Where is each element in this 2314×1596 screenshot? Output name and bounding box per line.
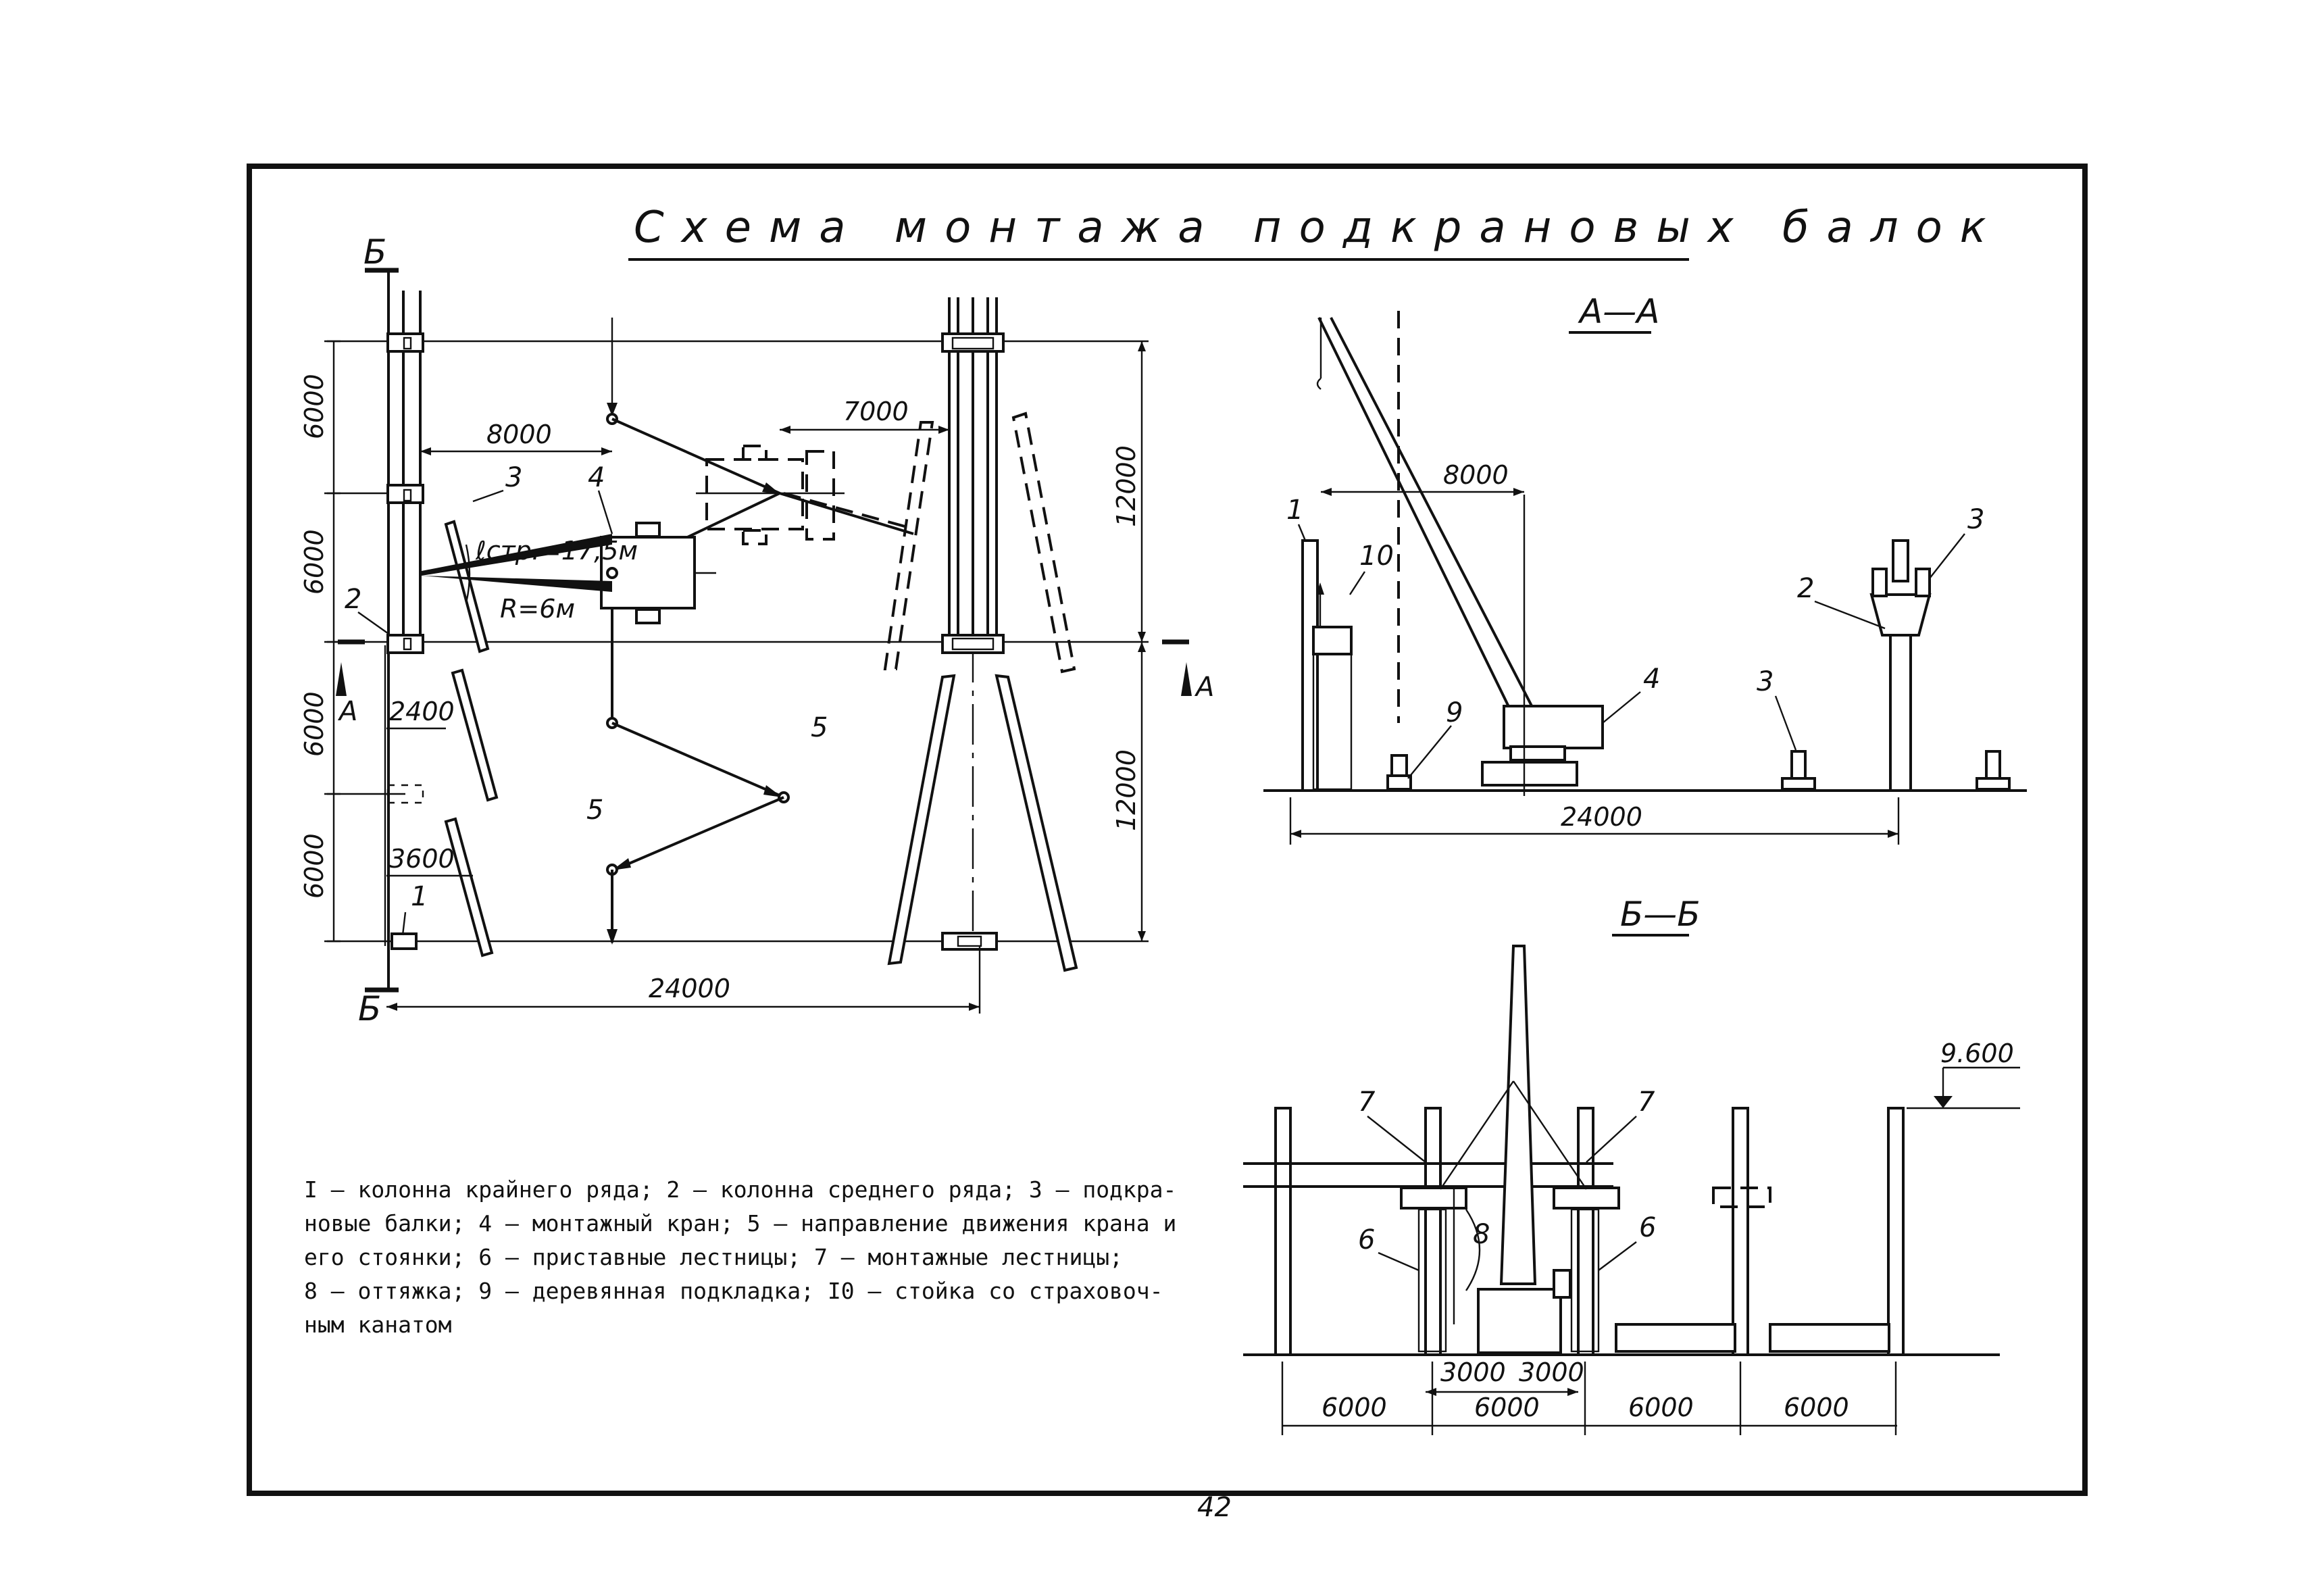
plan-dim-6000-2: 6000	[299, 529, 329, 595]
plan-dim-12000-1: 12000	[1111, 445, 1141, 527]
aa-label-2: 2	[1797, 573, 1814, 604]
bb-label-6b: 6	[1639, 1212, 1656, 1243]
crane-plan-dashed	[696, 445, 913, 545]
section-bb: Б—Б	[1243, 895, 2020, 1435]
aa-label-4: 4	[1643, 664, 1660, 695]
bb-label-8: 8	[1473, 1219, 1490, 1250]
plan-label-3: 3	[505, 462, 522, 493]
section-aa-title: А—А	[1578, 292, 1659, 331]
bb-dim-3000b: 3000	[1519, 1357, 1584, 1387]
page-number: 42	[1197, 1492, 1232, 1523]
plan-mark-b-top: Б	[363, 232, 386, 272]
plan-mark-a-right: А	[1194, 672, 1214, 703]
drawing-frame	[247, 164, 2088, 1496]
legend-text: I – колонна крайнего ряда; 2 – колонна с…	[304, 1176, 1177, 1338]
plan-dim-3600: 3600	[389, 844, 455, 874]
bb-dim-6000b: 6000	[1474, 1393, 1540, 1422]
bb-label-7a: 7	[1358, 1087, 1376, 1118]
plan-label-4: 4	[588, 462, 605, 493]
section-bb-title: Б—Б	[1620, 895, 1701, 934]
plan-label-1: 1	[411, 881, 428, 912]
bb-dim-6000c: 6000	[1628, 1393, 1694, 1422]
drawing-title: Схема монтажа подкрановых балок	[634, 203, 2003, 253]
plan-dim-12000-2: 12000	[1111, 749, 1141, 831]
aa-dim-24000: 24000	[1561, 802, 1642, 832]
plan-radius: R=6м	[500, 594, 575, 624]
plan-dim-6000-1: 6000	[299, 374, 329, 439]
bb-label-7b: 7	[1638, 1087, 1655, 1118]
plan-dim-6000-4: 6000	[299, 833, 329, 899]
plan-dim-7000: 7000	[843, 397, 909, 426]
plan-view: Б Б А А 8000 7000 2400 3600 24000 6000 6…	[299, 232, 1214, 1028]
plan-dim-6000-3: 6000	[299, 691, 329, 757]
plan-dim-2400: 2400	[389, 697, 455, 726]
plan-label-2: 2	[345, 584, 361, 615]
plan-dim-24000: 24000	[649, 974, 730, 1003]
bb-dim-6000a: 6000	[1322, 1393, 1387, 1422]
crane-plan	[422, 522, 716, 624]
aa-label-1: 1	[1286, 495, 1303, 526]
bb-label-6a: 6	[1358, 1224, 1375, 1255]
aa-label-3b: 3	[1757, 666, 1774, 697]
bb-dim-6000d: 6000	[1784, 1393, 1849, 1422]
bb-elevation: 9.600	[1940, 1039, 2014, 1068]
plan-boom-length: ℓстр.=17,5м	[475, 536, 638, 566]
plan-dim-8000: 8000	[486, 420, 552, 449]
aa-label-10: 10	[1359, 541, 1394, 572]
section-aa: А—А	[1263, 292, 2027, 845]
beams-left	[444, 520, 499, 957]
plan-label-5a: 5	[811, 712, 828, 743]
plan-mark-b-bottom: Б	[358, 989, 381, 1028]
aa-label-9: 9	[1446, 697, 1463, 728]
bb-dim-3000a: 3000	[1440, 1357, 1506, 1387]
plan-mark-a-left: А	[337, 696, 357, 727]
aa-dim-8000: 8000	[1443, 460, 1509, 490]
aa-label-3a: 3	[1967, 504, 1984, 535]
plan-label-5b: 5	[586, 795, 603, 826]
